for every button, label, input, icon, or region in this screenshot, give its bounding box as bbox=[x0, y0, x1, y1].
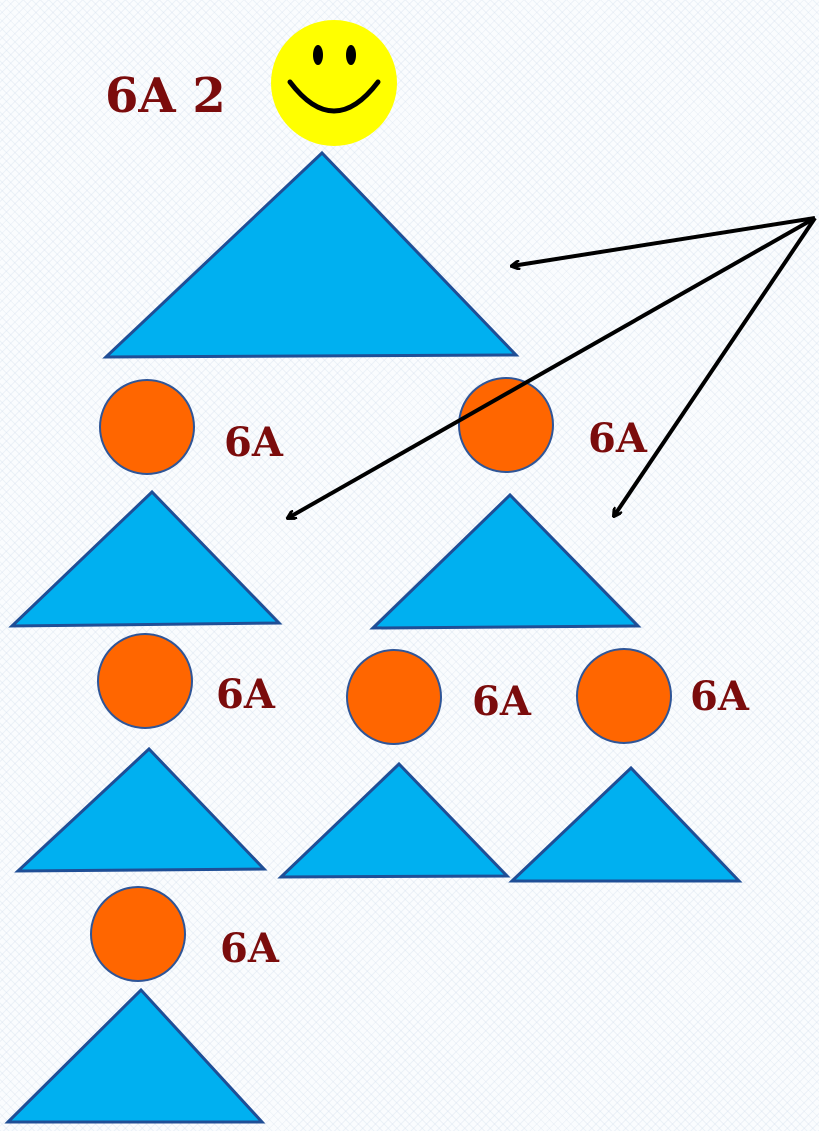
circle-node-6 bbox=[90, 886, 186, 982]
triangle-level-2-left bbox=[8, 489, 283, 628]
node-label-3: 6A bbox=[216, 671, 276, 718]
circle-node-1 bbox=[99, 379, 195, 475]
circle-node-5 bbox=[576, 648, 672, 744]
arrow-to-right-triangle bbox=[614, 216, 817, 516]
arrow-to-top-triangle bbox=[512, 216, 816, 266]
arrow-to-left-triangle bbox=[288, 216, 816, 518]
node-label-2: 6A bbox=[588, 415, 648, 462]
triangle-level-3-left bbox=[14, 746, 268, 873]
node-label-6: 6A bbox=[220, 925, 280, 972]
triangle-level-3-middle bbox=[277, 761, 511, 879]
top-label: 6A 2 bbox=[105, 68, 226, 124]
node-label-4: 6A bbox=[472, 678, 532, 725]
node-label-5: 6A bbox=[690, 673, 750, 720]
circle-node-2 bbox=[458, 377, 554, 473]
triangle-level-3-right bbox=[508, 765, 743, 883]
node-label-1: 6A bbox=[224, 419, 284, 466]
triangle-level-1 bbox=[102, 150, 520, 359]
triangle-level-2-right bbox=[369, 492, 642, 630]
circle-node-4 bbox=[346, 649, 442, 745]
smiley-face-icon bbox=[271, 20, 397, 146]
triangle-level-4 bbox=[4, 987, 266, 1124]
circle-node-3 bbox=[97, 633, 193, 729]
